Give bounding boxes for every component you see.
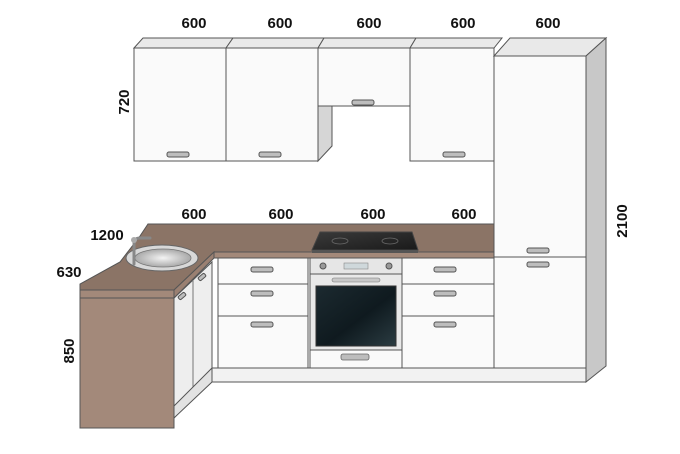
base-height-label: 850	[61, 338, 78, 363]
tall-cabinet-lower-handle	[526, 261, 550, 268]
drawer-3-handle	[250, 321, 274, 328]
cooktop-icon	[311, 231, 419, 253]
upper-width-1: 600	[181, 15, 206, 32]
drawer-5-handle	[433, 290, 457, 297]
tall-cabinet	[492, 36, 608, 384]
drawer-4-handle	[433, 266, 457, 273]
countertop-left-edge	[79, 289, 175, 299]
upper-cabinet-4-handle	[442, 151, 466, 158]
upper-width-3: 600	[356, 15, 381, 32]
tall-cabinet-lower-door	[493, 256, 587, 370]
upper-cabinet-1-top	[132, 37, 234, 49]
upper-cabinet-1-handle	[166, 151, 190, 158]
hood-cabinet-handle	[351, 99, 375, 106]
base-cabinets	[217, 257, 495, 369]
upper-cabinet-4-top	[409, 37, 504, 49]
upper-width-5: 600	[535, 15, 560, 32]
base-width-1: 600	[181, 206, 206, 223]
base-width-2: 600	[268, 206, 293, 223]
corner-cabinet-front-panel	[79, 297, 175, 429]
drawer-unit-2-mid-drawer	[401, 283, 495, 317]
hood-cabinet	[317, 47, 411, 107]
corner-base-cabinet	[79, 260, 213, 429]
drawer-2-handle	[250, 290, 274, 297]
drawer-1-handle	[250, 266, 274, 273]
tall-cabinet-side	[585, 36, 607, 384]
plinth-corner	[173, 366, 213, 420]
hood-cabinet-side	[317, 105, 333, 163]
tall-cabinet-upper-handle	[526, 247, 550, 254]
base-width-3: 600	[360, 206, 385, 223]
upper-width-labels: 600 600 600 600 600	[181, 15, 560, 32]
drawer-unit-1-mid-drawer	[217, 283, 309, 317]
upper-width-4: 600	[450, 15, 475, 32]
corner-cabinet-handle-2	[197, 273, 207, 281]
hood-cabinet-top	[317, 37, 417, 49]
faucet-icon	[131, 236, 152, 266]
upper-cabinet-1	[133, 47, 227, 162]
base-width-labels: 600 600 600 600	[181, 206, 476, 223]
upper-width-2: 600	[267, 15, 292, 32]
upper-cabinet-2-top	[225, 37, 325, 49]
drawer-6-handle	[433, 321, 457, 328]
upper-cabinet-4	[409, 47, 495, 162]
plinth	[211, 367, 587, 383]
base-width-4: 600	[451, 206, 476, 223]
upper-cabinets	[132, 37, 504, 163]
corner-cabinet-handle-1	[177, 292, 187, 300]
upper-height-label: 720	[116, 89, 133, 114]
sink-icon	[125, 244, 199, 272]
tall-height-label: 2100	[614, 204, 631, 237]
counter-depth-label: 630	[56, 264, 81, 281]
upper-cabinet-2-handle	[258, 151, 282, 158]
tall-cabinet-upper-door	[493, 55, 587, 258]
corner-length-label: 1200	[90, 227, 123, 244]
oven-icon	[309, 257, 403, 361]
upper-cabinet-2	[225, 47, 319, 162]
